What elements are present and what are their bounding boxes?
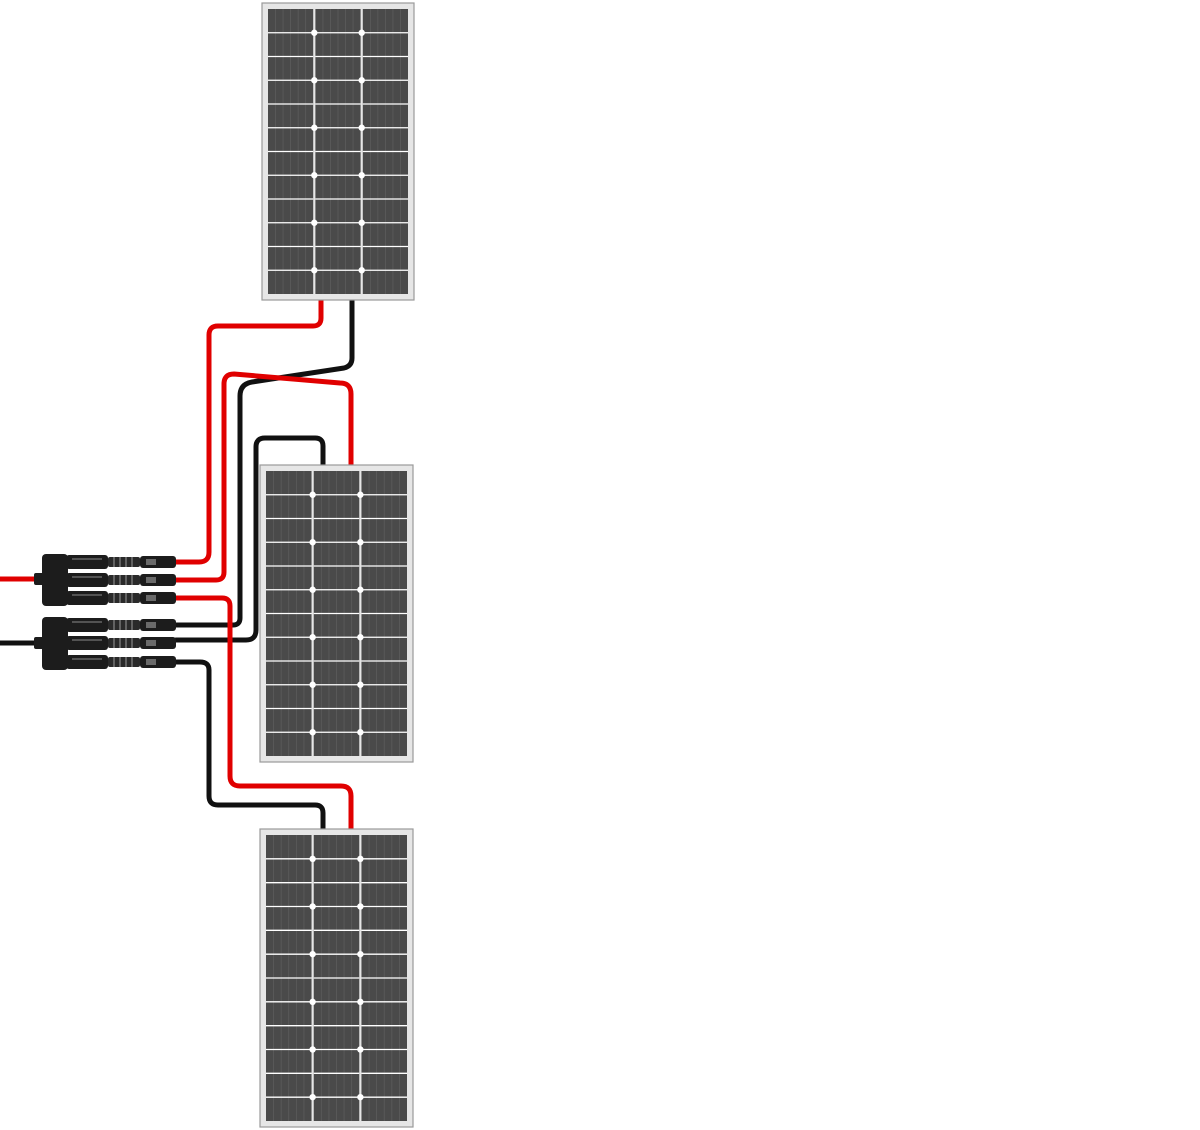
- cell-junction-dot: [358, 77, 365, 84]
- cell-junction-dot: [309, 729, 316, 736]
- plug-label: [146, 577, 156, 583]
- panel-bottom: [259, 828, 414, 1128]
- wire-top-negative: [173, 297, 355, 628]
- mc4-coupler: [108, 620, 140, 630]
- cell-junction-dot: [311, 267, 318, 274]
- cell-junction-dot: [357, 950, 364, 958]
- wire-middle-positive: [173, 371, 354, 583]
- cell-junction-dot: [309, 903, 316, 910]
- plug-label: [146, 640, 156, 646]
- branch-arm-housing: [66, 636, 108, 650]
- positive-branch: [34, 554, 176, 606]
- mc4-plug: [140, 592, 176, 604]
- cell-junction-dot: [357, 729, 364, 736]
- branch-arm-housing: [66, 555, 108, 569]
- cell-junction-dot: [309, 855, 316, 863]
- branch-arm-housing: [66, 655, 108, 669]
- wire-bottom-negative: [173, 659, 326, 832]
- mc4-plug: [140, 556, 176, 568]
- cell-junction-dot: [357, 681, 364, 688]
- wire-middle-negative: [173, 435, 326, 643]
- wire-top-positive: [173, 297, 324, 565]
- cell-junction-dot: [358, 219, 365, 226]
- cell-junction-dot: [357, 903, 364, 910]
- cell-junction-dot: [357, 855, 364, 863]
- cell-junction-dot: [311, 124, 318, 131]
- plug-label: [146, 595, 156, 601]
- cell-junction-dot: [358, 29, 365, 36]
- cell-junction-dot: [309, 539, 316, 546]
- cell-junction-dot: [309, 681, 316, 688]
- panel-top: [261, 2, 415, 301]
- mc4-plug: [140, 619, 176, 631]
- branch-arm-housing: [66, 591, 108, 605]
- cell-junction-dot: [357, 539, 364, 546]
- cell-junction-dot: [311, 172, 318, 179]
- branch-junction-body: [42, 617, 68, 670]
- cell-junction-dot: [309, 491, 316, 498]
- wire-bottom-positive: [173, 595, 354, 832]
- branch-junction-inlet: [34, 573, 48, 585]
- cell-junction-dot: [309, 1093, 316, 1101]
- cell-junction-dot: [357, 491, 364, 498]
- mc4-coupler: [108, 557, 140, 567]
- plug-label: [146, 622, 156, 628]
- cell-junction-dot: [357, 1046, 364, 1053]
- plug-label: [146, 659, 156, 665]
- cell-junction-dot: [311, 219, 318, 226]
- mc4-coupler: [108, 575, 140, 585]
- panel-middle: [259, 464, 414, 763]
- cell-junction-dot: [358, 267, 365, 274]
- mc4-plug: [140, 656, 176, 668]
- cell-junction-dot: [309, 998, 316, 1006]
- plug-label: [146, 559, 156, 565]
- mc4-coupler: [108, 657, 140, 667]
- wires-layer: [0, 297, 355, 832]
- branch-junction-inlet: [34, 637, 48, 649]
- cell-junction-dot: [357, 586, 364, 593]
- cell-junction-dot: [309, 634, 316, 641]
- connectors-layer: [34, 554, 176, 670]
- cell-junction-dot: [357, 634, 364, 641]
- cell-junction-dot: [358, 124, 365, 131]
- mc4-coupler: [108, 593, 140, 603]
- branch-junction-body: [42, 554, 68, 606]
- cell-junction-dot: [357, 998, 364, 1006]
- cell-junction-dot: [311, 29, 318, 36]
- branch-arm-housing: [66, 618, 108, 632]
- cell-junction-dot: [357, 1093, 364, 1101]
- cell-junction-dot: [309, 1046, 316, 1053]
- mc4-plug: [140, 637, 176, 649]
- cell-junction-dot: [311, 77, 318, 84]
- branch-arm-housing: [66, 573, 108, 587]
- cell-junction-dot: [309, 950, 316, 958]
- panels-layer: [259, 2, 415, 1128]
- negative-branch: [34, 617, 176, 670]
- mc4-plug: [140, 574, 176, 586]
- mc4-coupler: [108, 638, 140, 648]
- cell-junction-dot: [309, 586, 316, 593]
- cell-junction-dot: [358, 172, 365, 179]
